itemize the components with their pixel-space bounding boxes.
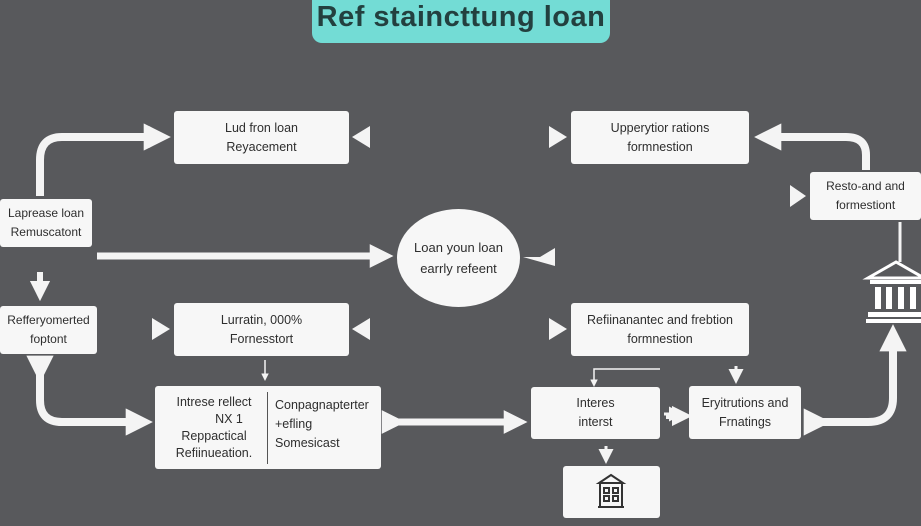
- building-icon: [595, 473, 627, 508]
- pointer-left-of-lurratin: [152, 318, 170, 340]
- box-line: Resto-and and: [826, 179, 905, 193]
- box-eryitrutions: Eryitrutions and Frnatings: [689, 386, 801, 439]
- split-left-column: Intrese rellect NX 1 Reppactical Refiinu…: [163, 394, 265, 462]
- box-split-intrese: Intrese rellect NX 1 Reppactical Refiinu…: [155, 386, 381, 469]
- split-left-line: Refiinueation.: [175, 446, 253, 460]
- box-lurratin: Lurratin, 000% Fornesstort: [174, 303, 349, 356]
- arrow-eryit-to-bank: [803, 324, 907, 436]
- box-line: Lud fron loan: [225, 120, 298, 135]
- box-line: formnestion: [627, 139, 693, 154]
- box-interes: Interes interst: [531, 387, 660, 439]
- box-line: Frnatings: [718, 414, 772, 429]
- split-divider: [267, 392, 268, 464]
- split-right-line: Conpagnapterter: [275, 398, 369, 412]
- box-line: formnestion: [627, 331, 693, 346]
- box-resto-and: Resto-and and formestiont: [810, 172, 921, 220]
- box-refferyomerted: Refferyomerted foptont: [0, 306, 97, 354]
- box-line: Remuscatont: [10, 225, 82, 239]
- box-line: Interes: [576, 396, 615, 410]
- pointer-left-of-resto: [790, 185, 806, 207]
- pointer-right-of-lurratin: [352, 318, 370, 340]
- box-line: Fornesstort: [229, 331, 294, 346]
- pointer-left-of-refi: [549, 318, 567, 340]
- box-line: foptont: [30, 332, 67, 346]
- bank-icon: [862, 260, 921, 323]
- connector-refi-to-interes: [590, 368, 660, 387]
- circle-line: Loan youn loan: [414, 240, 503, 255]
- box-laprease: Laprease loan Remuscatont: [0, 199, 92, 247]
- title-banner: Ref staincttung loan: [312, 0, 610, 43]
- box-line: Lurratin, 000%: [220, 312, 303, 327]
- split-right-column: Conpagnapterter +efling Somesicast: [275, 396, 379, 453]
- pointer-right-of-circle: [523, 248, 555, 266]
- box-refiinanantec: Refiinanantec and frebtion formnestion: [571, 303, 749, 356]
- split-left-line: Intrese rellect: [176, 395, 252, 409]
- pointer-left-of-lud: [149, 126, 167, 148]
- arrow-resto-to-upper: [754, 123, 870, 170]
- pointer-right-of-lud: [352, 126, 370, 148]
- box-line: Eryitrutions and: [701, 395, 789, 410]
- box-line: Upperytior rations: [610, 120, 710, 135]
- arrow-laprease-to-lud: [36, 123, 171, 196]
- diagram-title: Ref staincttung loan: [316, 1, 606, 33]
- circle-line: earrly refeent: [420, 261, 497, 276]
- box-line: Refiinanantec and frebtion: [587, 312, 733, 327]
- box-lud-from-loan: Lud fron loan Reyacement: [174, 111, 349, 164]
- box-line: Laprease loan: [7, 206, 85, 220]
- circle-loan-early: Loan youn loan earrly refeent: [397, 209, 520, 307]
- split-right-line: Somesicast: [275, 436, 340, 450]
- box-line: Refferyomerted: [7, 313, 90, 327]
- split-left-line: NX 1: [215, 412, 243, 426]
- box-line: interst: [578, 415, 613, 429]
- box-line: Reyacement: [226, 139, 297, 154]
- box-bank-building: [563, 466, 660, 518]
- arrow-reffery-to-split: [26, 355, 153, 436]
- box-line: formestiont: [835, 198, 896, 212]
- pointer-left-of-upper: [549, 126, 567, 148]
- box-upperytior: Upperytior rations formnestion: [571, 111, 749, 164]
- split-left-line: Reppactical: [181, 429, 247, 443]
- split-right-line: +efling: [275, 417, 313, 431]
